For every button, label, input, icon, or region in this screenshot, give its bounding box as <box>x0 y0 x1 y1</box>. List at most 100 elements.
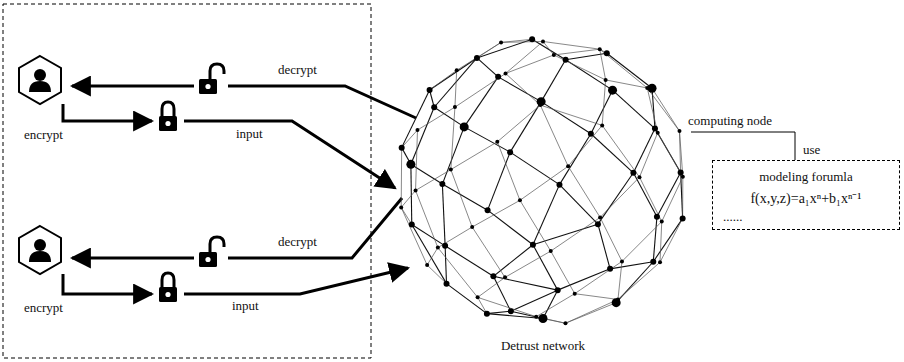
mesh-line <box>591 90 613 134</box>
mesh-line <box>653 217 657 262</box>
mesh-line <box>543 290 558 318</box>
mesh-line <box>558 269 610 290</box>
mesh-line <box>427 248 438 265</box>
network-dot <box>566 164 570 168</box>
mesh-line <box>498 77 541 102</box>
network-node: Detrust network <box>395 30 691 358</box>
network-dot <box>678 169 684 175</box>
mesh-line <box>412 224 447 283</box>
network-dot <box>414 188 418 192</box>
box-heading: modeling forumla <box>723 167 889 188</box>
network-dot <box>604 78 608 82</box>
mesh-line <box>554 55 606 80</box>
mesh-line <box>554 49 600 55</box>
mesh-line <box>540 105 602 125</box>
network-dot <box>620 259 624 263</box>
mesh-line <box>533 185 560 245</box>
mesh-line <box>543 41 600 49</box>
network-dot <box>656 131 660 135</box>
mesh-line <box>445 246 493 276</box>
mesh-line <box>416 170 451 191</box>
mesh-line <box>533 245 558 290</box>
network-dot <box>607 266 613 272</box>
network-dot <box>439 181 445 187</box>
mesh-line <box>506 55 554 73</box>
mesh-line <box>618 261 622 299</box>
mesh-line <box>510 152 559 184</box>
mesh-line <box>533 224 598 245</box>
network-dot <box>499 40 503 44</box>
mesh-line <box>622 222 662 262</box>
network-dot <box>470 225 474 229</box>
mesh-line <box>451 142 498 170</box>
network-dot <box>608 86 617 95</box>
mesh-line <box>657 172 681 216</box>
network-dot <box>444 281 450 287</box>
network-dot <box>503 275 507 279</box>
network-dot <box>541 39 545 43</box>
flow-label: encrypt <box>24 127 63 143</box>
network-dot <box>507 149 513 155</box>
flow-label: decrypt <box>278 62 317 78</box>
network-dot <box>660 220 664 224</box>
network-dot <box>637 175 641 179</box>
network-dot <box>600 123 604 127</box>
mesh-line <box>472 200 520 227</box>
network-dot <box>650 259 656 265</box>
formula-box: modeling forumlaf(x,y,z)=a₁xⁿ+b₁xⁿ⁻¹....… <box>712 160 900 230</box>
mesh-line <box>430 70 457 90</box>
network-dot <box>399 145 405 151</box>
mesh-line <box>541 60 565 102</box>
formula-text: f(x,y,z)=a₁xⁿ+b₁xⁿ⁻¹ <box>723 188 889 210</box>
network-dot <box>495 74 501 80</box>
mesh-line <box>430 58 477 90</box>
mesh-line <box>478 277 505 297</box>
mesh-line <box>660 218 683 262</box>
mesh-line <box>501 41 543 43</box>
mesh-line <box>401 207 412 224</box>
network-dot <box>595 221 601 227</box>
mesh-line <box>505 251 551 277</box>
network-dot <box>518 198 522 202</box>
ellipsis-text: ...... <box>723 210 889 223</box>
network-dot <box>476 295 480 299</box>
flow-label: decrypt <box>278 234 317 250</box>
mesh-line <box>488 210 533 245</box>
mesh-line <box>541 102 591 134</box>
flow-label: encrypt <box>24 300 63 316</box>
mesh-line <box>598 224 610 269</box>
network-dot <box>406 160 415 169</box>
network-dot <box>616 297 620 301</box>
mesh-line <box>455 73 506 107</box>
mesh-line <box>401 190 415 207</box>
edge-label: use <box>803 142 820 158</box>
network-dot <box>654 214 660 220</box>
mesh-line <box>401 148 402 208</box>
mesh-line <box>568 166 600 217</box>
mesh-line <box>639 177 661 221</box>
mesh-line <box>416 190 438 247</box>
mesh-line <box>506 73 541 105</box>
mesh-line <box>658 133 683 177</box>
mesh-line <box>543 41 554 54</box>
network-dot <box>425 263 429 267</box>
mesh-line <box>493 276 510 311</box>
network-dot <box>549 249 553 253</box>
mesh-line <box>551 217 600 251</box>
network-dot <box>588 131 594 137</box>
mesh-line <box>493 245 533 277</box>
mesh-line <box>477 58 498 77</box>
network-dot <box>598 47 602 51</box>
mesh-line <box>478 297 537 316</box>
mesh-line <box>488 152 511 210</box>
mesh-line <box>600 177 639 217</box>
network-dot <box>485 207 491 213</box>
network-dot <box>453 105 457 109</box>
mesh-line <box>568 125 602 166</box>
mesh-line <box>600 49 647 88</box>
mesh-line <box>520 166 568 200</box>
network-dot <box>537 97 546 106</box>
mesh-line <box>451 170 472 227</box>
callout-label: computing node <box>688 113 772 129</box>
mesh-line <box>438 248 478 298</box>
